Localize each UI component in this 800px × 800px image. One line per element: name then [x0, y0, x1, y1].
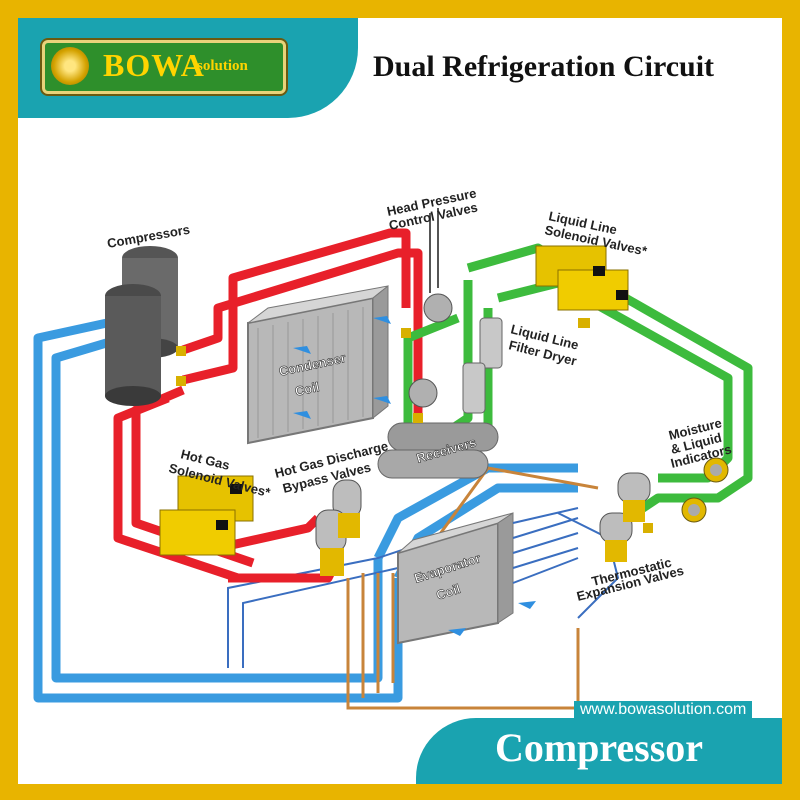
- moisture-indicators: [681, 457, 729, 523]
- hot-gas-solenoid-valves: [159, 475, 254, 556]
- footer-band: Compressor: [416, 718, 782, 784]
- liquid-line-solenoid-valves: [535, 245, 629, 311]
- header-band: BOWA solution: [18, 18, 358, 118]
- compressors: [105, 246, 178, 406]
- brand-name: BOWA: [103, 47, 205, 83]
- head-pressure-valves: [408, 208, 453, 408]
- refrigeration-diagram: Compressors Head Pressure Control Valves…: [33, 185, 753, 710]
- filter-dryers: [462, 317, 503, 414]
- expansion-valves: [599, 472, 651, 562]
- condenser-coil: [247, 284, 391, 445]
- receivers: [377, 422, 499, 479]
- footer-title: Compressor: [494, 725, 704, 770]
- brand-suffix: solution: [197, 58, 248, 74]
- content-frame: BOWA solution Dual Refrigeration Circuit: [18, 18, 782, 784]
- fittings: [176, 318, 653, 533]
- brand-logo: BOWA solution: [42, 40, 286, 94]
- page-title: Dual Refrigeration Circuit: [373, 50, 715, 83]
- hot-gas-bypass-valves: [315, 479, 362, 576]
- logo-emblem-icon: [51, 47, 89, 85]
- website-link[interactable]: www.bowasolution.com: [574, 701, 753, 719]
- evaporator-coil: [397, 507, 579, 645]
- label-condenser-coil: Coil: [294, 379, 321, 399]
